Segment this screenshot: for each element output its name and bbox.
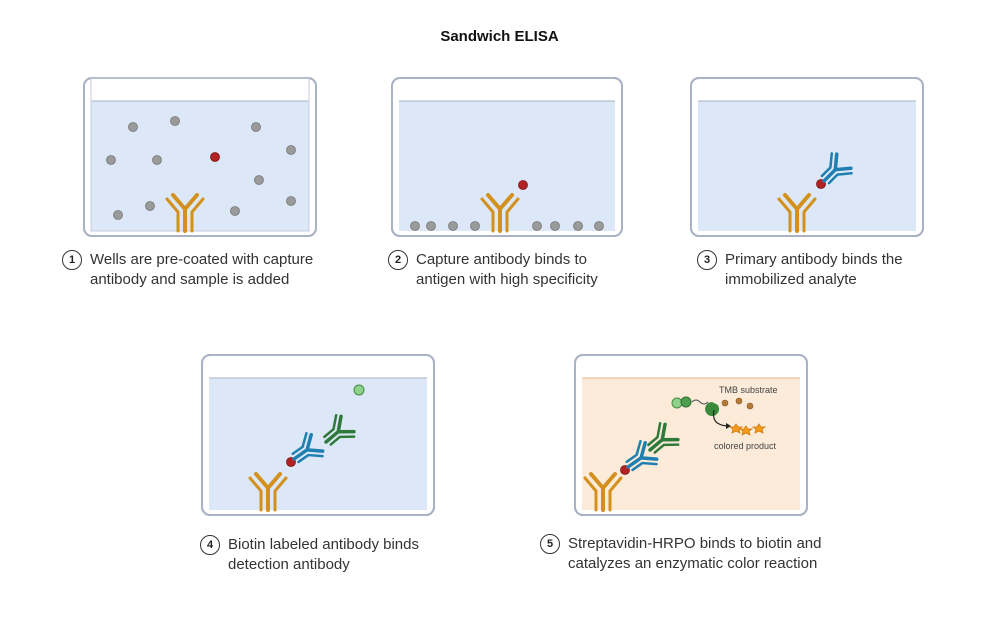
step-text: antibody and sample is added bbox=[90, 271, 290, 288]
step-number: 1 bbox=[62, 250, 82, 270]
tmb-substrate bbox=[721, 397, 754, 410]
streptavidin-hrpo bbox=[671, 396, 720, 416]
step-2-caption: 2 Capture antibody binds to antigen with … bbox=[388, 250, 598, 290]
biotin bbox=[353, 384, 365, 396]
well-1 bbox=[83, 77, 317, 237]
antigen bbox=[210, 152, 220, 162]
well-2 bbox=[391, 77, 623, 237]
diagram-title: Sandwich ELISA bbox=[440, 28, 559, 45]
well-4 bbox=[201, 354, 435, 516]
step-number: 4 bbox=[200, 535, 220, 555]
step-text: Streptavidin-HRPO binds to biotin and bbox=[568, 535, 822, 552]
step-text: Wells are pre-coated with capture bbox=[90, 251, 314, 268]
step-text: immobilized analyte bbox=[725, 271, 857, 288]
step-1-caption: 1 Wells are pre-coated with capture antib… bbox=[62, 250, 313, 290]
sample-particles bbox=[106, 116, 296, 220]
tmb-label: TMB substrate bbox=[719, 385, 778, 395]
step-number: 2 bbox=[388, 250, 408, 270]
settled-particles bbox=[410, 221, 604, 231]
step-4-caption: 4 Biotin labeled antibody binds detection… bbox=[200, 535, 419, 575]
antigen bbox=[518, 180, 528, 190]
step-3-caption: 3 Primary antibody binds the immobilized … bbox=[697, 250, 903, 290]
step-text: catalyzes an enzymatic color reaction bbox=[568, 555, 818, 572]
well-3 bbox=[690, 77, 924, 237]
colored-product bbox=[728, 423, 767, 436]
step-text: Capture antibody binds to bbox=[416, 251, 587, 268]
step-number: 5 bbox=[540, 534, 560, 554]
well-5: TMB substrate colored product bbox=[574, 354, 808, 516]
reaction-arrow bbox=[712, 409, 728, 427]
step-5-caption: 5 Streptavidin-HRPO binds to biotin and c… bbox=[540, 534, 821, 574]
step-number: 3 bbox=[697, 250, 717, 270]
step-text: antigen with high specificity bbox=[416, 271, 598, 288]
product-label: colored product bbox=[714, 441, 777, 451]
step-text: Biotin labeled antibody binds bbox=[228, 536, 419, 553]
step-text: detection antibody bbox=[228, 556, 350, 573]
step-text: Primary antibody binds the bbox=[725, 251, 903, 268]
